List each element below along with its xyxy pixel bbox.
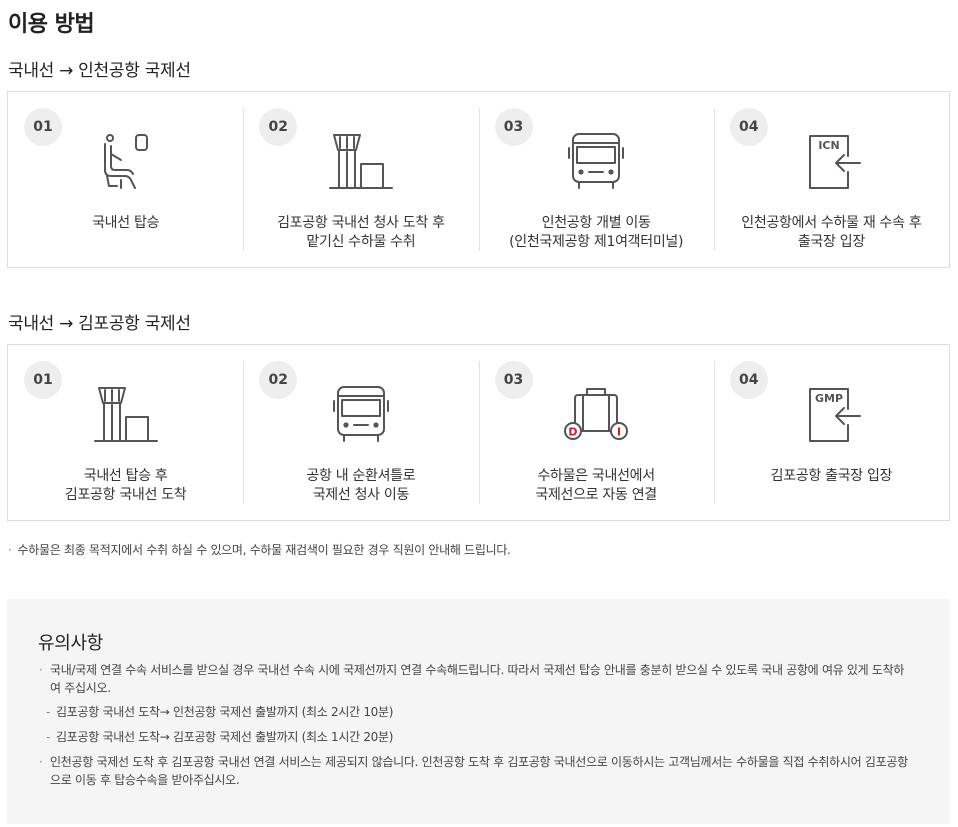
- step-incheon-4: 04 ICN 인천공항에서 수하물 재 수속 후 출국장 입장: [713, 92, 949, 267]
- step-description: 인천공항에서 수하물 재 수속 후 출국장 입장: [741, 215, 922, 250]
- step-description: 인천공항 개별 이동 (인천국제공항 제1여객터미널): [509, 215, 684, 250]
- page-title: 이용 방법: [8, 12, 95, 37]
- notice-item-text: 국내/국제 연결 수속 서비스를 받으실 경우 국내선 수속 시에 국제선까지 …: [50, 663, 905, 695]
- terminal-code-label: ICN: [819, 139, 840, 152]
- step-number: 01: [24, 108, 62, 146]
- bullet-icon: ·: [39, 663, 43, 677]
- footnote-text: 수하물은 최종 목적지에서 수취 하실 수 있으며, 수하물 재검색이 필요한 …: [17, 543, 511, 557]
- step-description: 국내선 탑승 후 김포공항 국내선 도착: [64, 468, 187, 503]
- steps-gimpo: 01 국내선 탑승 후 김포공항 국내선 도착 02 공항 내 순환셔틀로 국제…: [7, 344, 950, 521]
- notice-subitem: -김포공항 국내선 도착→ 김포공항 국제선 출발까지 (최소 1시간 20분): [38, 728, 908, 746]
- airplane-seat-icon: [103, 134, 148, 189]
- step-incheon-1: 01 국내선 탑승: [8, 92, 243, 267]
- step-description: 국내선 탑승: [92, 215, 160, 231]
- step-incheon-2: 02 김포공항 국내선 청사 도착 후 맡기신 수하물 수취: [243, 92, 478, 267]
- section-title-incheon: 국내선 → 인천공항 국제선: [8, 61, 191, 81]
- notice-item-text: 김포공항 국내선 도착→ 인천공항 국제선 출발까지 (최소 2시간 10분): [56, 705, 394, 719]
- airport-tower-icon: [93, 387, 158, 442]
- terminal-entry-icon: GMP: [809, 388, 862, 442]
- step-number: 02: [259, 108, 298, 146]
- steps-incheon: 01 국내선 탑승 02 김포공항 국내선 청사 도착 후 맡기신 수하물 수취…: [7, 91, 950, 268]
- step-number: 03: [494, 361, 533, 399]
- step-description: 김포공항 출국장 입장: [770, 468, 893, 484]
- notice-title: 유의사항: [38, 633, 104, 654]
- step-gimpo-3: 03 D I 수하물은 국내선에서 국제선으로 자동 연결: [478, 345, 714, 520]
- bullet-icon: ·: [8, 543, 12, 557]
- notice-subitem: -김포공항 국내선 도착→ 인천공항 국제선 출발까지 (최소 2시간 10분): [38, 703, 908, 721]
- step-number: 04: [729, 361, 768, 399]
- step-number: 04: [729, 108, 768, 146]
- airport-tower-icon: [328, 134, 393, 189]
- notice-panel: 유의사항 · 국내/국제 연결 수속 서비스를 받으실 경우 국내선 수속 시에 …: [7, 599, 950, 824]
- step-gimpo-4: 04 GMP 김포공항 출국장 입장: [713, 345, 949, 520]
- terminal-code-label: GMP: [815, 392, 843, 405]
- step-description: 공항 내 순환셔틀로 국제선 청사 이동: [306, 468, 416, 503]
- dash-icon: -: [46, 730, 51, 744]
- step-description: 김포공항 국내선 청사 도착 후 맡기신 수하물 수취: [277, 215, 445, 250]
- bullet-icon: ·: [39, 755, 43, 769]
- domestic-label: D: [569, 426, 578, 439]
- bus-icon: [332, 386, 389, 442]
- step-incheon-3: 03 인천공항 개별 이동 (인천국제공항 제1여객터미널): [478, 92, 714, 267]
- notice-list: · 국내/국제 연결 수속 서비스를 받으실 경우 국내선 수속 시에 국제선까지…: [38, 661, 908, 795]
- step-description: 수하물은 국내선에서 국제선으로 자동 연결: [535, 468, 657, 503]
- terminal-entry-icon: ICN: [809, 135, 862, 189]
- notice-item-text: 김포공항 국내선 도착→ 김포공항 국제선 출발까지 (최소 1시간 20분): [56, 730, 394, 744]
- bus-icon: [568, 133, 625, 189]
- dash-icon: -: [46, 705, 51, 719]
- section-title-gimpo: 국내선 → 김포공항 국제선: [8, 314, 191, 334]
- baggage-footnote: · 수하물은 최종 목적지에서 수취 하실 수 있으며, 수하물 재검색이 필요한…: [8, 541, 511, 558]
- notice-item-text: 인천공항 국제선 도착 후 김포공항 국내선 연결 서비스는 제공되지 않습니다…: [50, 755, 908, 787]
- international-label: I: [617, 426, 621, 439]
- baggage-transfer-icon: D I: [564, 388, 629, 440]
- notice-item: · 인천공항 국제선 도착 후 김포공항 국내선 연결 서비스는 제공되지 않습니…: [38, 753, 908, 789]
- step-gimpo-1: 01 국내선 탑승 후 김포공항 국내선 도착: [8, 345, 243, 520]
- notice-item: · 국내/국제 연결 수속 서비스를 받으실 경우 국내선 수속 시에 국제선까지…: [38, 661, 908, 697]
- step-gimpo-2: 02 공항 내 순환셔틀로 국제선 청사 이동: [243, 345, 478, 520]
- step-number: 01: [24, 361, 62, 399]
- step-number: 03: [494, 108, 533, 146]
- step-number: 02: [259, 361, 298, 399]
